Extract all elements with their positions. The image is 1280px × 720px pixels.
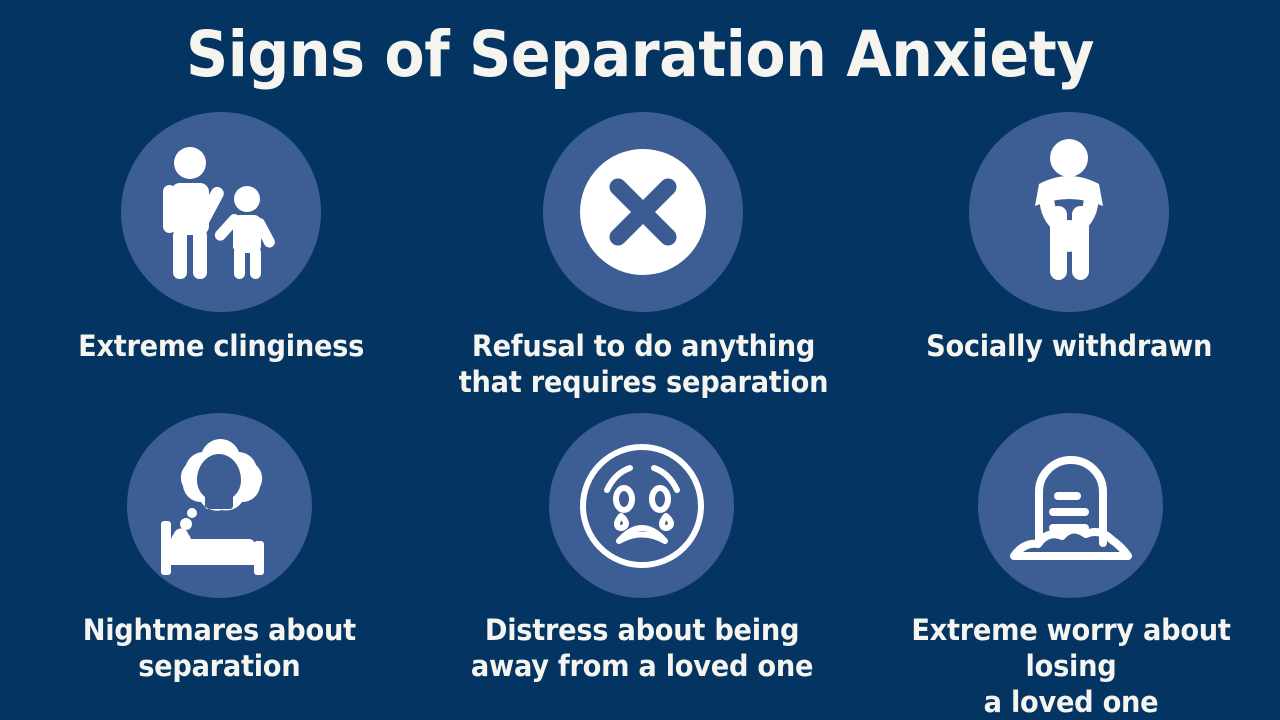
gravestone-icon xyxy=(1005,440,1137,572)
icon-circle xyxy=(968,112,1169,312)
sign-card-distress: Distress about being away from a loved o… xyxy=(429,413,856,720)
icon-circle xyxy=(978,413,1164,598)
adult-and-child-holding-hands-icon xyxy=(146,137,296,287)
sign-card-refusal: Refusal to do anything that requires sep… xyxy=(430,112,857,413)
sign-card-extreme-worry: Extreme worry about losing a loved one xyxy=(857,413,1280,720)
sign-card-socially-withdrawn: Socially withdrawn xyxy=(855,112,1280,413)
sign-label: Nightmares about separation xyxy=(82,613,356,683)
icon-circle xyxy=(542,112,743,312)
sign-label: Refusal to do anything that requires sep… xyxy=(458,329,828,399)
icon-circle xyxy=(126,413,312,598)
icon-circle xyxy=(549,413,735,598)
icon-circle xyxy=(121,112,322,312)
crying-face-icon xyxy=(576,440,708,572)
x-mark-circle-icon xyxy=(568,137,718,287)
sign-label: Socially withdrawn xyxy=(925,329,1212,363)
sign-card-extreme-clinginess: Extreme clinginess xyxy=(8,112,435,413)
sign-label: Extreme worry about losing a loved one xyxy=(910,613,1231,719)
signs-grid: Extreme clinginess Refusal to do anythin… xyxy=(0,112,1280,720)
page-title: Signs of Separation Anxiety xyxy=(186,18,1094,91)
sign-label: Distress about being away from a loved o… xyxy=(470,613,814,683)
withdrawn-person-icon xyxy=(994,132,1144,292)
nightmare-bed-skull-icon xyxy=(148,435,290,577)
sign-card-nightmares: Nightmares about separation xyxy=(6,413,433,720)
sign-label: Extreme clinginess xyxy=(78,329,365,363)
